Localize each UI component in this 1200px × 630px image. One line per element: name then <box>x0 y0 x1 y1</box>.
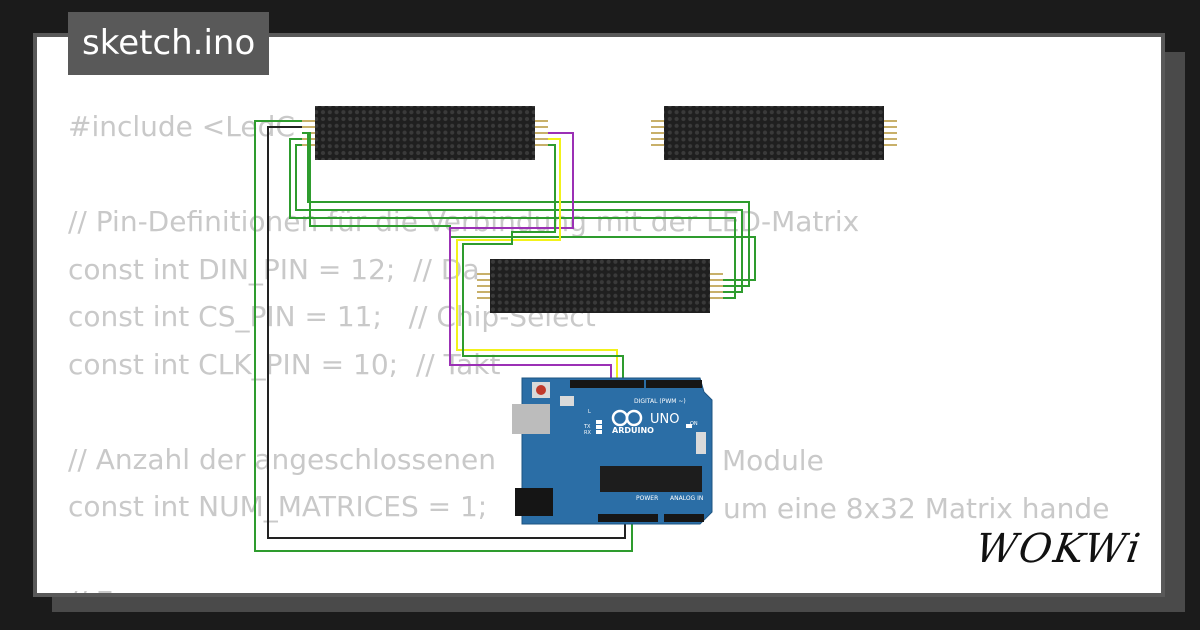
led-matrix-2[interactable] <box>651 106 897 160</box>
led-matrix-1[interactable] <box>302 106 548 160</box>
icsp-header <box>560 396 574 406</box>
code-fragment-module: Module <box>722 444 824 477</box>
power-jack <box>515 488 553 516</box>
infinity-logo-icon <box>611 409 643 427</box>
wire-green-loop-2 <box>295 144 743 293</box>
wire-green-clk <box>462 144 624 380</box>
wire-black-gnd <box>267 126 626 539</box>
l-label: L <box>588 409 591 415</box>
code-fragment-matrix-note: um eine 8x32 Matrix hande <box>723 492 1110 525</box>
on-label: ON <box>690 421 698 427</box>
card-shadow-right <box>1165 52 1185 612</box>
card-shadow-bottom <box>52 597 1185 612</box>
code-line: const int DIN_PIN = 12; // Da <box>68 252 480 286</box>
wokwi-logo: WOKWi <box>972 526 1145 572</box>
code-line: const int NUM_MATRICES = 1; <box>68 490 488 523</box>
reset-button-knob[interactable] <box>536 385 546 395</box>
arduino-uno-board[interactable]: UNO ARDUINO DIGITAL (PWM ~) POWER ANALOG… <box>512 377 713 525</box>
analog-header <box>664 514 704 522</box>
code-line: // E <box>68 578 859 593</box>
wires <box>254 120 756 552</box>
digital-header-1 <box>570 380 644 388</box>
digital-header-2 <box>646 380 702 388</box>
led-l <box>596 420 602 424</box>
wire-green-loop-1 <box>289 138 736 299</box>
atmega-chip <box>600 466 702 492</box>
code-line: // Anzahl der angeschlossenen <box>68 442 497 476</box>
led-rx <box>596 430 602 434</box>
wire-purple-din <box>449 132 612 380</box>
led-tx <box>596 425 602 429</box>
power-label: POWER <box>636 495 658 502</box>
digital-label: DIGITAL (PWM ~) <box>634 398 686 405</box>
icsp-header-2 <box>696 432 706 454</box>
board-model: UNO <box>650 412 679 427</box>
wire-yellow-cs <box>456 138 618 380</box>
board-brand: ARDUINO <box>612 426 654 435</box>
power-header <box>598 514 658 522</box>
file-title-tab[interactable]: sketch.ino <box>68 12 270 75</box>
rx-label: RX <box>584 430 591 436</box>
wire-green-vcc <box>254 120 633 552</box>
led-matrix-3[interactable] <box>477 259 723 313</box>
usb-port <box>512 404 550 434</box>
led-on <box>686 424 692 428</box>
tx-label: TX <box>583 424 591 430</box>
wire-green-loop-3 <box>307 133 750 287</box>
analog-label: ANALOG IN <box>670 495 703 502</box>
